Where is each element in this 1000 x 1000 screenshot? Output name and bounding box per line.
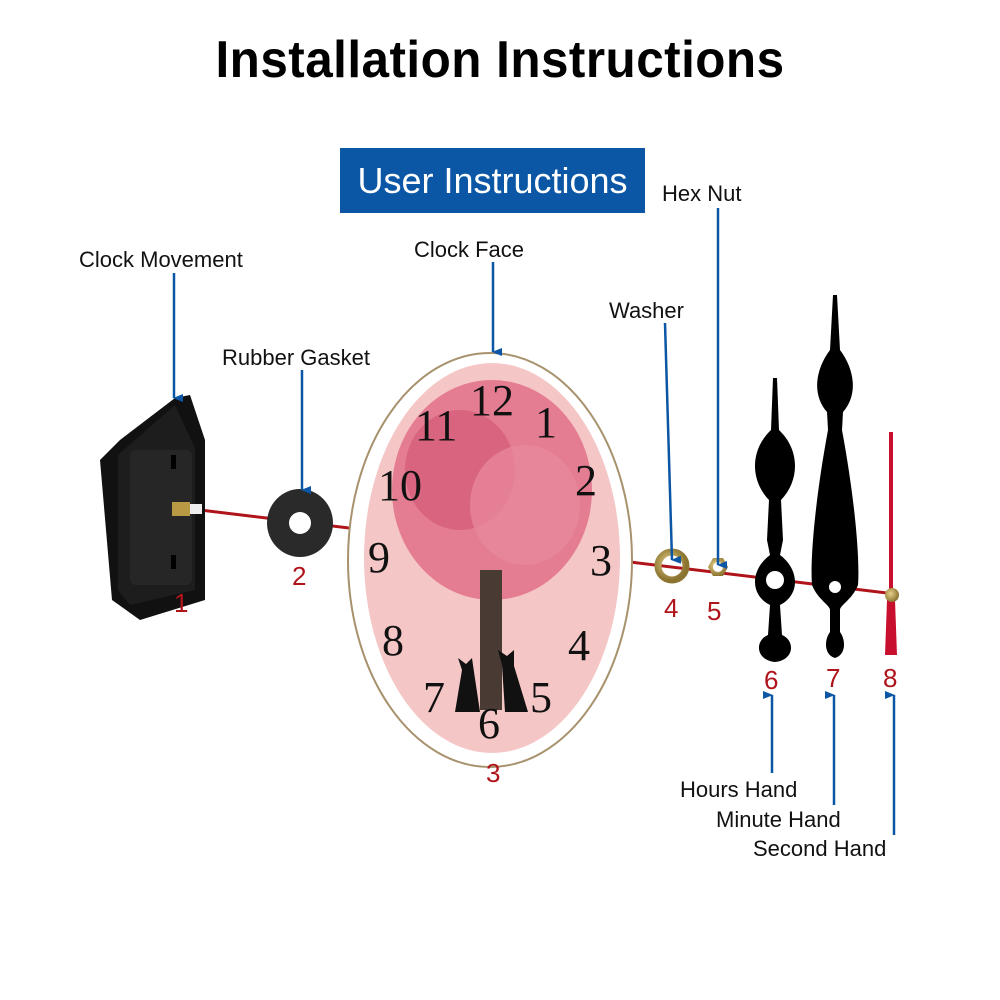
part-number-8: 8 <box>883 663 898 693</box>
clock-movement <box>100 395 205 620</box>
clock-numeral-2: 2 <box>575 456 597 505</box>
minute-hand <box>811 295 859 658</box>
clock-numeral-12: 12 <box>470 376 514 425</box>
clock-numeral-11: 11 <box>415 401 457 450</box>
page-title: Installation Instructions <box>215 31 785 89</box>
label-rubber-gasket: Rubber Gasket <box>222 345 370 370</box>
clock-numeral-6: 6 <box>478 699 500 748</box>
part-number-6: 6 <box>764 665 779 695</box>
part-number-2: 2 <box>292 561 307 591</box>
rubber-gasket <box>267 489 333 557</box>
label-minute-hand: Minute Hand <box>716 807 841 832</box>
label-washer: Washer <box>609 298 684 323</box>
clock-face: 12 1 2 3 4 5 6 7 8 9 10 11 <box>347 352 633 768</box>
hours-hand <box>754 378 796 662</box>
part-number-7: 7 <box>826 663 841 693</box>
arrow-washer <box>663 322 682 564</box>
clock-numeral-7: 7 <box>423 673 445 722</box>
clock-numeral-1: 1 <box>535 398 557 447</box>
label-hex-nut: Hex Nut <box>662 181 742 206</box>
clock-numeral-8: 8 <box>382 616 404 665</box>
user-instructions-banner: User Instructions <box>340 148 645 213</box>
clock-numeral-5: 5 <box>530 673 552 722</box>
label-clock-face: Clock Face <box>414 237 525 262</box>
clock-numeral-3: 3 <box>590 536 612 585</box>
second-hand <box>885 432 899 655</box>
label-second-hand: Second Hand <box>753 836 887 861</box>
clock-numeral-4: 4 <box>568 621 590 670</box>
part-number-5: 5 <box>707 596 722 626</box>
part-number-3: 3 <box>486 758 501 788</box>
label-clock-movement: Clock Movement <box>79 247 243 272</box>
clock-numeral-9: 9 <box>368 533 390 582</box>
part-number-1: 1 <box>174 588 189 618</box>
clock-numeral-10: 10 <box>378 461 422 510</box>
part-number-4: 4 <box>664 593 679 623</box>
label-hours-hand: Hours Hand <box>680 777 798 802</box>
